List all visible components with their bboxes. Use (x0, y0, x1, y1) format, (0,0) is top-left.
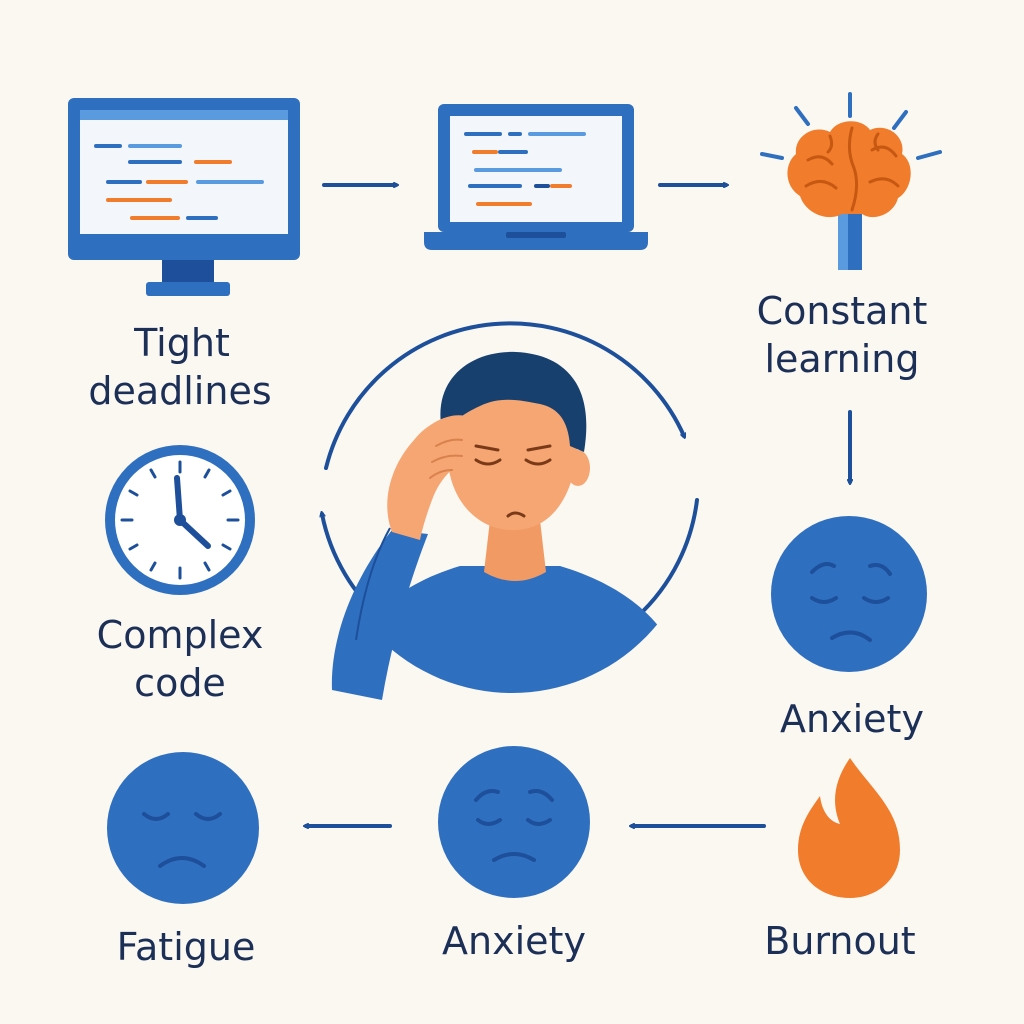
label-anxiety-right: Anxiety (780, 697, 924, 741)
label-fatigue: Fatigue (117, 925, 256, 969)
label-anxiety-bottom: Anxiety (442, 919, 586, 963)
desktop-monitor-icon (68, 98, 300, 296)
label-constant-learning-line1: Constant (757, 289, 928, 333)
label-tight-deadlines-line1: Tight (133, 321, 230, 365)
label-burnout: Burnout (764, 919, 915, 963)
flame-icon (798, 758, 900, 898)
label-complex-code-line1: Complex (97, 613, 264, 657)
flow-arrows (306, 185, 850, 826)
brain-lightbulb-icon (760, 92, 942, 270)
label-tight-deadlines-line2: deadlines (88, 369, 271, 413)
clock-icon (105, 445, 255, 595)
node-complex-code: Complex code (97, 613, 264, 705)
laptop-code-icon (424, 104, 648, 250)
node-tight-deadlines: Tight deadlines (88, 321, 271, 413)
label-constant-learning-line2: learning (764, 337, 919, 381)
node-constant-learning: Constant learning (757, 289, 928, 381)
label-complex-code-line2: code (134, 661, 226, 705)
stressed-person-icon (331, 351, 690, 700)
worried-face-icon (771, 516, 927, 672)
tired-face-icon (107, 752, 259, 904)
worried-face-icon (438, 746, 590, 898)
